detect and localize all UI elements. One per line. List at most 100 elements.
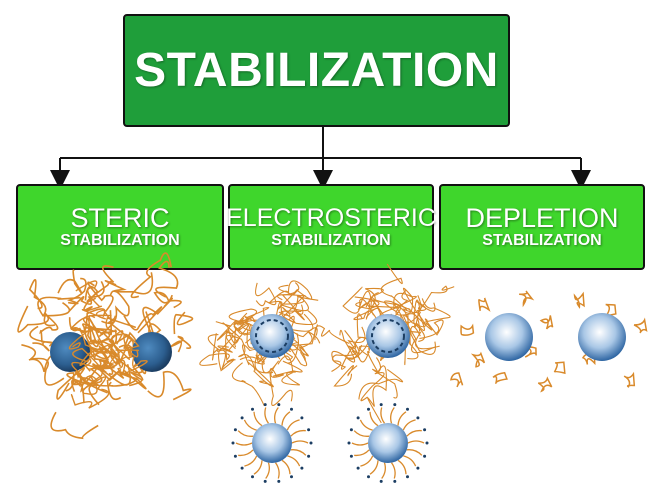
- charge-dot: [307, 428, 311, 432]
- brush-chain: [286, 419, 300, 431]
- brush-chain: [274, 407, 279, 424]
- steric-illustration: [17, 252, 194, 440]
- brush-chain: [243, 419, 257, 431]
- charge-dot: [393, 479, 397, 483]
- particle: [50, 332, 90, 372]
- particle: [368, 423, 408, 463]
- polymer-chain: [395, 289, 421, 332]
- particle: [252, 423, 292, 463]
- charge-dot: [379, 403, 383, 407]
- polymer-chain: [314, 325, 350, 345]
- polymer-chain: [21, 344, 65, 386]
- brush-chain: [390, 407, 395, 424]
- brush-chain: [406, 449, 423, 456]
- polymer-chain: [351, 336, 368, 360]
- polymer-chain: [83, 285, 99, 312]
- polymer-chain: [199, 331, 237, 366]
- polymer-chain: [68, 281, 105, 312]
- brush-chain: [237, 430, 254, 437]
- polymer-coil: [539, 315, 554, 330]
- polymer-chain: [277, 355, 300, 386]
- polymer-chain: [380, 263, 408, 311]
- polymer-chain: [123, 333, 140, 358]
- brush-chain: [407, 440, 425, 444]
- polymer-chain: [419, 318, 444, 340]
- node-steric-title: STERIC: [70, 202, 170, 233]
- polymer-coil: [633, 317, 648, 334]
- polymer-chain: [226, 334, 256, 372]
- brush-chain: [397, 459, 407, 475]
- polymer-chain: [71, 353, 92, 404]
- polymer-chain: [231, 362, 265, 407]
- charge-dot: [423, 428, 427, 432]
- polymer-chain: [147, 370, 192, 401]
- charge-dot: [263, 479, 267, 483]
- brush-chain: [369, 460, 379, 475]
- polymer-chain: [155, 260, 179, 298]
- node-depletion-subtitle: STABILIZATION: [482, 231, 602, 249]
- polymer-chain: [66, 277, 87, 305]
- polymer-chain: [333, 365, 358, 387]
- brush-chain: [238, 449, 254, 457]
- polymer-chain: [268, 294, 310, 312]
- polymer-chain: [104, 272, 154, 295]
- brush-chain: [253, 411, 263, 427]
- polymer-chain: [82, 314, 100, 345]
- charge-dot: [356, 466, 360, 470]
- polymer-chain: [413, 299, 425, 342]
- polymer-chain: [17, 305, 56, 333]
- charge-dot: [300, 466, 304, 470]
- brush-chain: [253, 460, 263, 475]
- polymer-chain: [331, 347, 357, 370]
- polymer-coil: [470, 351, 486, 368]
- polymer-chain: [215, 321, 241, 344]
- brush-chain: [290, 429, 306, 437]
- particle: [485, 313, 533, 361]
- polymer-chain: [368, 287, 418, 313]
- polymer-chain: [123, 306, 163, 334]
- polymer-chain: [273, 342, 303, 377]
- polymer-chain: [216, 319, 252, 341]
- polymer-coil: [524, 345, 537, 358]
- polymer-chain: [50, 411, 99, 440]
- polymer-chain: [278, 295, 305, 317]
- polymer-chain: [108, 330, 130, 365]
- polymer-coil: [537, 376, 553, 393]
- node-electrosteric: ELECTROSTERIC STABILIZATION: [226, 184, 436, 270]
- charge-dot: [240, 416, 244, 420]
- polymer-chain: [79, 343, 113, 366]
- charge-dot: [416, 466, 420, 470]
- polymer-chain: [358, 368, 404, 400]
- charge-dot: [349, 428, 353, 432]
- polymer-chain: [153, 291, 182, 309]
- charge-dot: [406, 475, 409, 479]
- polymer-coil: [492, 371, 508, 384]
- node-electrosteric-subtitle: STABILIZATION: [271, 231, 391, 249]
- polymer-chain: [281, 282, 305, 321]
- polymer-chain: [37, 296, 81, 317]
- charge-dot: [356, 416, 360, 420]
- node-depletion: DEPLETION STABILIZATION: [439, 184, 645, 270]
- brush-chain: [369, 411, 379, 427]
- charge-dot: [263, 403, 267, 407]
- charge-shell: [371, 319, 405, 353]
- polymer-chain: [28, 279, 47, 317]
- polymer-chain: [403, 313, 436, 354]
- polymer-chain: [68, 314, 112, 350]
- charge-dot: [309, 441, 313, 445]
- brush-chain: [287, 455, 301, 467]
- electrosteric-illustration: [199, 263, 455, 483]
- brush-chain: [390, 462, 396, 479]
- root-label: STABILIZATION: [134, 44, 499, 97]
- polymer-chain: [71, 347, 102, 374]
- brush-chain: [264, 407, 270, 424]
- brush-chain: [354, 449, 370, 457]
- brush-chain: [402, 419, 416, 431]
- polymer-chain: [255, 282, 277, 307]
- polymer-chain: [367, 365, 387, 424]
- charge-dot: [277, 479, 281, 483]
- charge-shell: [255, 319, 289, 353]
- polymer-chain: [239, 354, 265, 365]
